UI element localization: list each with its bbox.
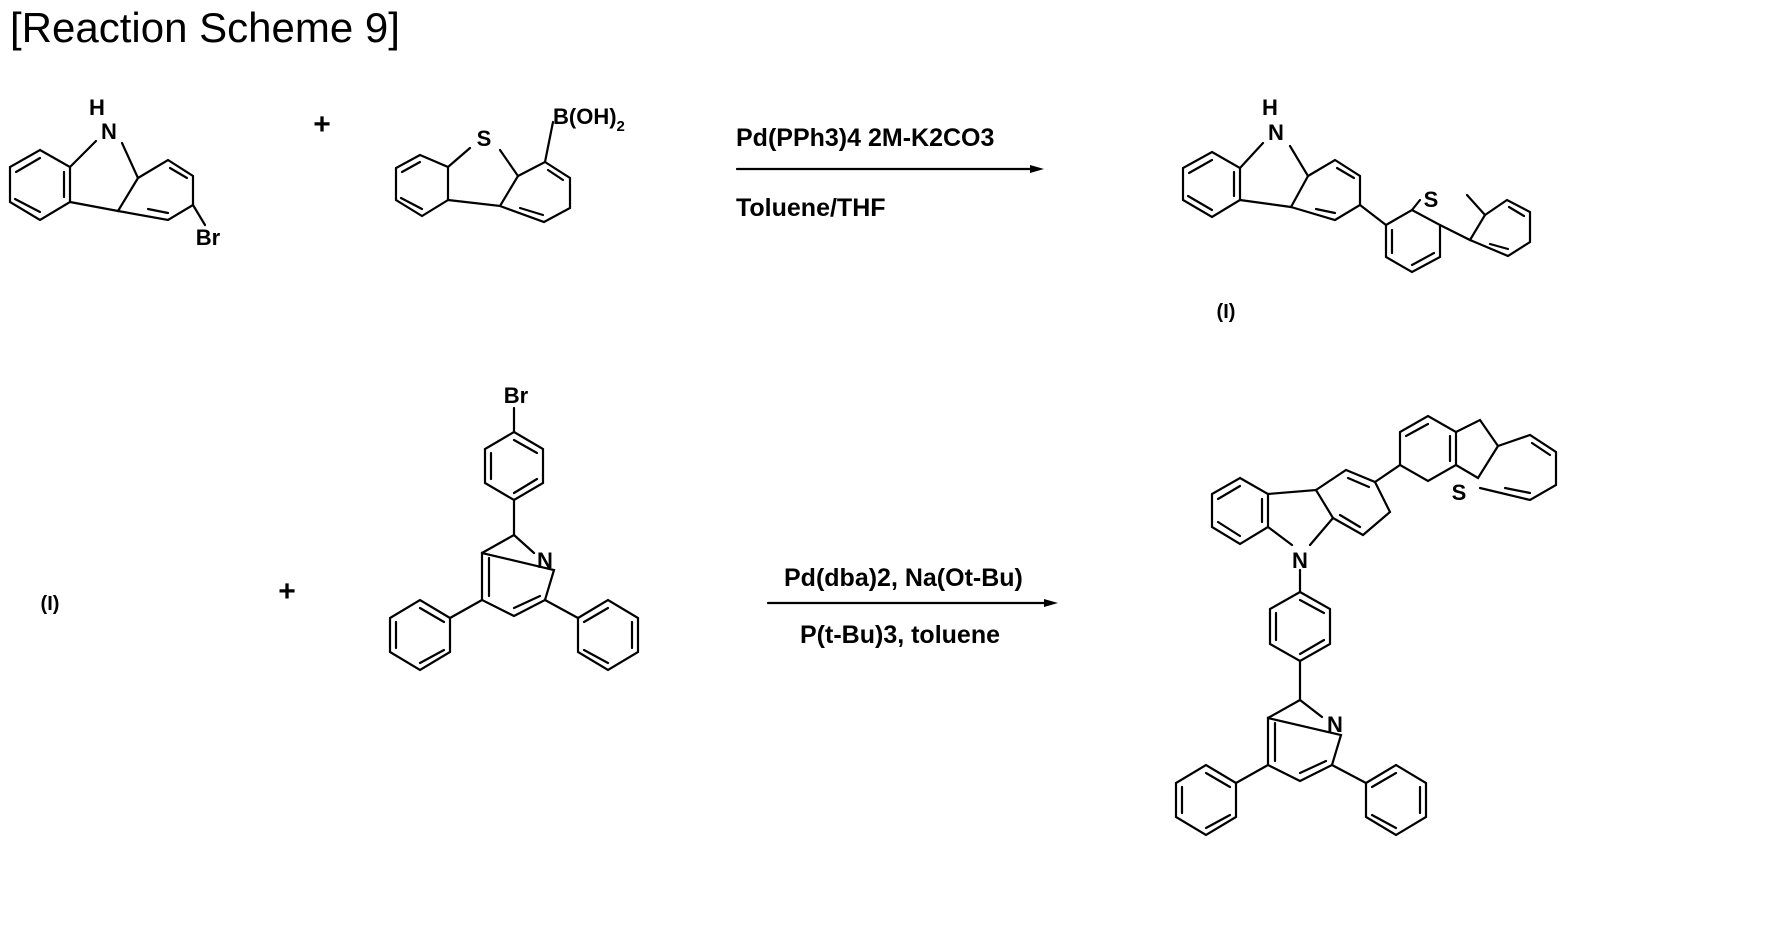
pyridine-nitrogen-label: N	[537, 548, 553, 573]
bromocarbazole-structure: H N Br	[10, 95, 221, 250]
final-product-structure: N S N	[1176, 416, 1556, 835]
product-I-sulfur-label: S	[1424, 187, 1439, 212]
boronic-acid-label: B(OH)2	[553, 104, 625, 135]
final-product-sulfur-label: S	[1452, 480, 1467, 505]
compound-I-label: (I)	[1217, 301, 1236, 323]
dibenzothiophene-boronic-acid-structure: S B(OH)2	[396, 104, 625, 222]
final-product-pyridine-nitrogen-label: N	[1327, 712, 1343, 737]
product-I-nh-hydrogen-label: H	[1262, 95, 1278, 120]
thiophene-sulfur-label: S	[477, 126, 492, 151]
carbazole-nitrogen-label: N	[101, 119, 117, 144]
final-product-carbazole-nitrogen-label: N	[1292, 548, 1308, 573]
reaction-arrow-step1	[737, 165, 1044, 173]
conditions-step2-top: Pd(dba)2, Na(Ot-Bu)	[784, 564, 1023, 592]
reaction-arrow-step2	[768, 599, 1058, 607]
conditions-step1-bottom: Toluene/THF	[736, 194, 886, 222]
conditions-step1-top: Pd(PPh3)4 2M-K2CO3	[736, 124, 994, 152]
reactant-I-label: (I)	[41, 593, 60, 615]
nh-hydrogen-label: H	[89, 95, 105, 120]
bromophenyl-bromine-label: Br	[504, 383, 529, 408]
intermediate-I-structure: H N S	[1183, 95, 1530, 272]
bromine-label: Br	[196, 225, 221, 250]
plus-sign-step2: +	[278, 575, 296, 608]
plus-sign-step1: +	[313, 108, 331, 141]
product-I-nitrogen-label: N	[1268, 120, 1284, 145]
conditions-step2-bottom: P(t-Bu)3, toluene	[800, 621, 1000, 649]
bromophenyl-diphenylpyridine-structure: Br N	[390, 383, 638, 670]
